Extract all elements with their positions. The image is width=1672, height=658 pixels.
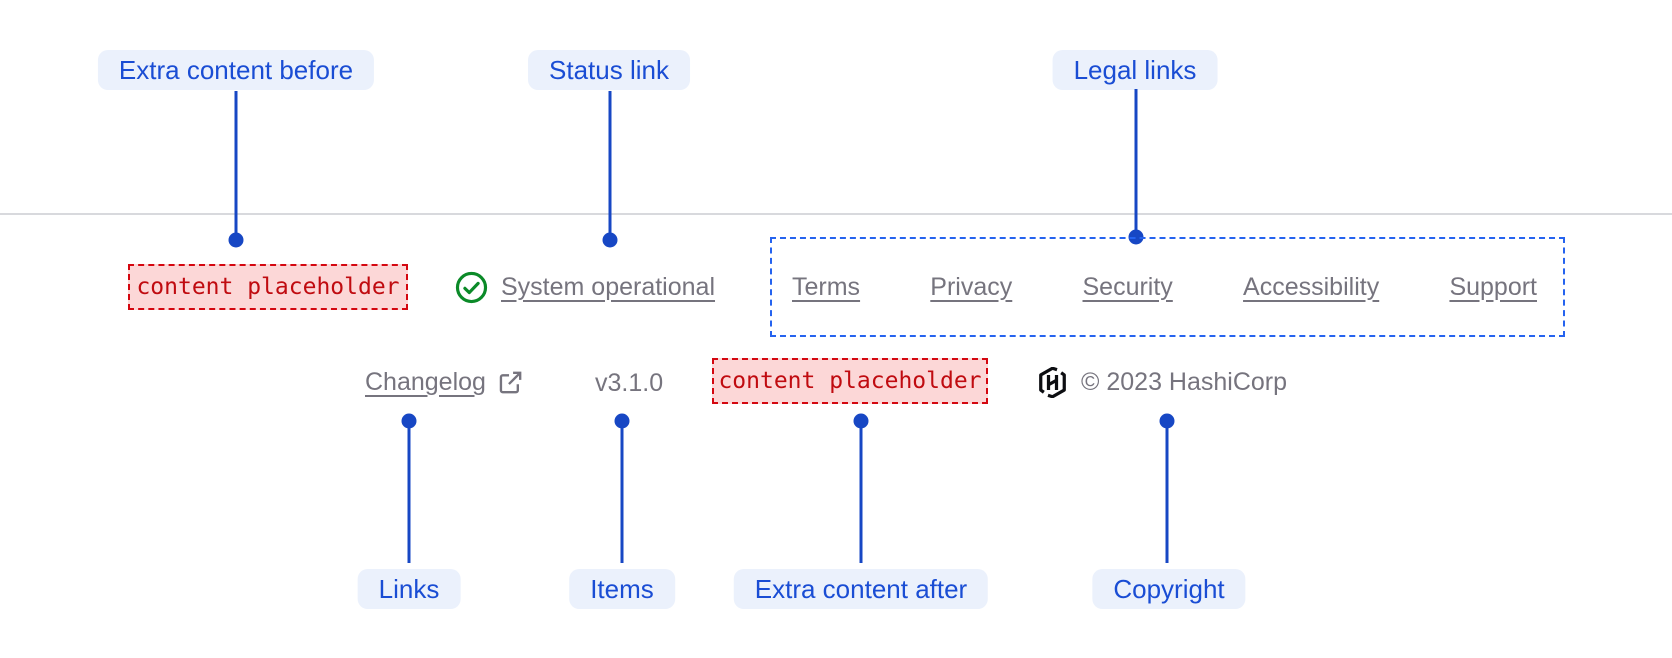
legal-link-security[interactable]: Security (1082, 272, 1173, 301)
leader-dot (1159, 413, 1175, 429)
leader-line (1134, 89, 1138, 230)
extra-content-before-placeholder: content placeholder (128, 264, 408, 310)
leader-line (234, 91, 238, 233)
status-link-label: System operational (501, 272, 716, 301)
callout-extra-content-after: Extra content after (733, 569, 989, 609)
legal-links-region: Terms Privacy Security Accessibility Sup… (770, 237, 1565, 337)
callout-copyright: Copyright (1092, 569, 1246, 609)
page-divider (0, 213, 1672, 215)
changelog-link-label: Changelog (365, 367, 486, 396)
leader-dot (602, 232, 618, 248)
leader-dot (228, 232, 244, 248)
callout-legal-links: Legal links (1052, 50, 1218, 90)
check-circle-icon (455, 271, 488, 304)
callout-links: Links (357, 569, 461, 609)
leader-line (608, 91, 612, 233)
extra-content-after-placeholder: content placeholder (712, 358, 988, 404)
legal-link-privacy[interactable]: Privacy (930, 272, 1013, 301)
callout-extra-content-before: Extra content before (97, 50, 375, 90)
leader-line (1165, 428, 1169, 563)
copyright: © 2023 HashiCorp (1037, 366, 1287, 398)
leader-dot (401, 413, 417, 429)
external-link-icon (497, 369, 524, 396)
legal-link-accessibility[interactable]: Accessibility (1243, 272, 1380, 301)
changelog-link[interactable]: Changelog (365, 366, 524, 398)
version-item: v3.1.0 (595, 369, 664, 397)
legal-link-terms[interactable]: Terms (792, 272, 861, 301)
leader-line (620, 428, 624, 563)
callout-items: Items (569, 569, 675, 609)
hashicorp-logo (1037, 366, 1068, 398)
leader-line (407, 428, 411, 563)
leader-dot (853, 413, 869, 429)
legal-link-support[interactable]: Support (1449, 272, 1537, 301)
leader-line (859, 428, 863, 563)
callout-status-link: Status link (528, 50, 690, 90)
leader-dot (614, 413, 630, 429)
copyright-text: © 2023 HashiCorp (1081, 367, 1288, 396)
status-link[interactable]: System operational (455, 269, 715, 305)
